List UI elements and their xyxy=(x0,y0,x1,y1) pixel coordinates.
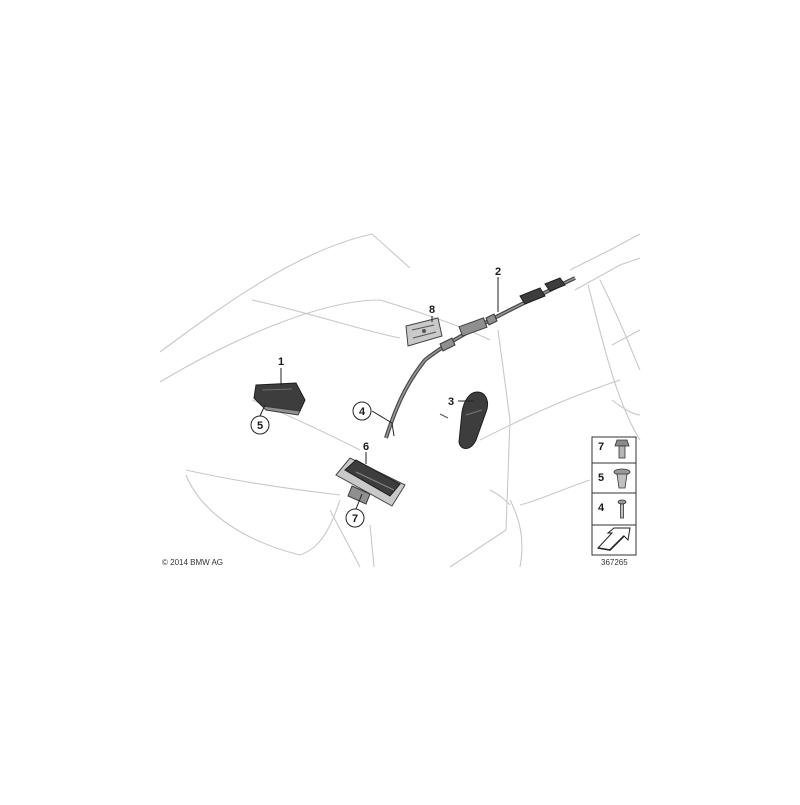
part-3-side-airbag xyxy=(439,391,489,449)
vehicle-outline xyxy=(159,233,641,568)
leader-lines xyxy=(259,277,499,510)
clip-pin-icon xyxy=(617,499,627,519)
callout-5: 5 xyxy=(257,420,263,432)
fastener-legend: 7 5 4 xyxy=(591,436,637,556)
hex-bolt-icon xyxy=(614,439,630,459)
callout-1: 1 xyxy=(278,356,284,368)
callout-6: 6 xyxy=(363,441,369,453)
callout-7: 7 xyxy=(352,513,358,525)
part-6-passenger-airbag xyxy=(335,457,406,507)
arrow-pointer-icon xyxy=(596,527,631,551)
callout-2: 2 xyxy=(495,266,501,278)
callout-labels: 1 2 3 4 5 6 7 8 xyxy=(250,266,501,528)
callout-7-circle xyxy=(345,508,365,528)
part-1-airbag-module xyxy=(253,382,306,416)
expanding-nut-icon xyxy=(613,468,631,489)
diagram-number: 367265 xyxy=(601,558,628,567)
part-8-bracket xyxy=(405,317,443,347)
callout-8: 8 xyxy=(429,304,435,316)
copyright-text: © 2014 BMW AG xyxy=(162,558,223,567)
legend-label-7: 7 xyxy=(598,441,604,453)
callout-4: 4 xyxy=(359,406,366,418)
callout-3: 3 xyxy=(448,396,454,408)
callout-5-circle xyxy=(250,415,270,435)
part-2-curtain-airbag xyxy=(384,276,576,439)
legend-label-4: 4 xyxy=(598,502,605,514)
legend-label-5: 5 xyxy=(598,472,604,484)
callout-4-circle xyxy=(352,401,372,421)
